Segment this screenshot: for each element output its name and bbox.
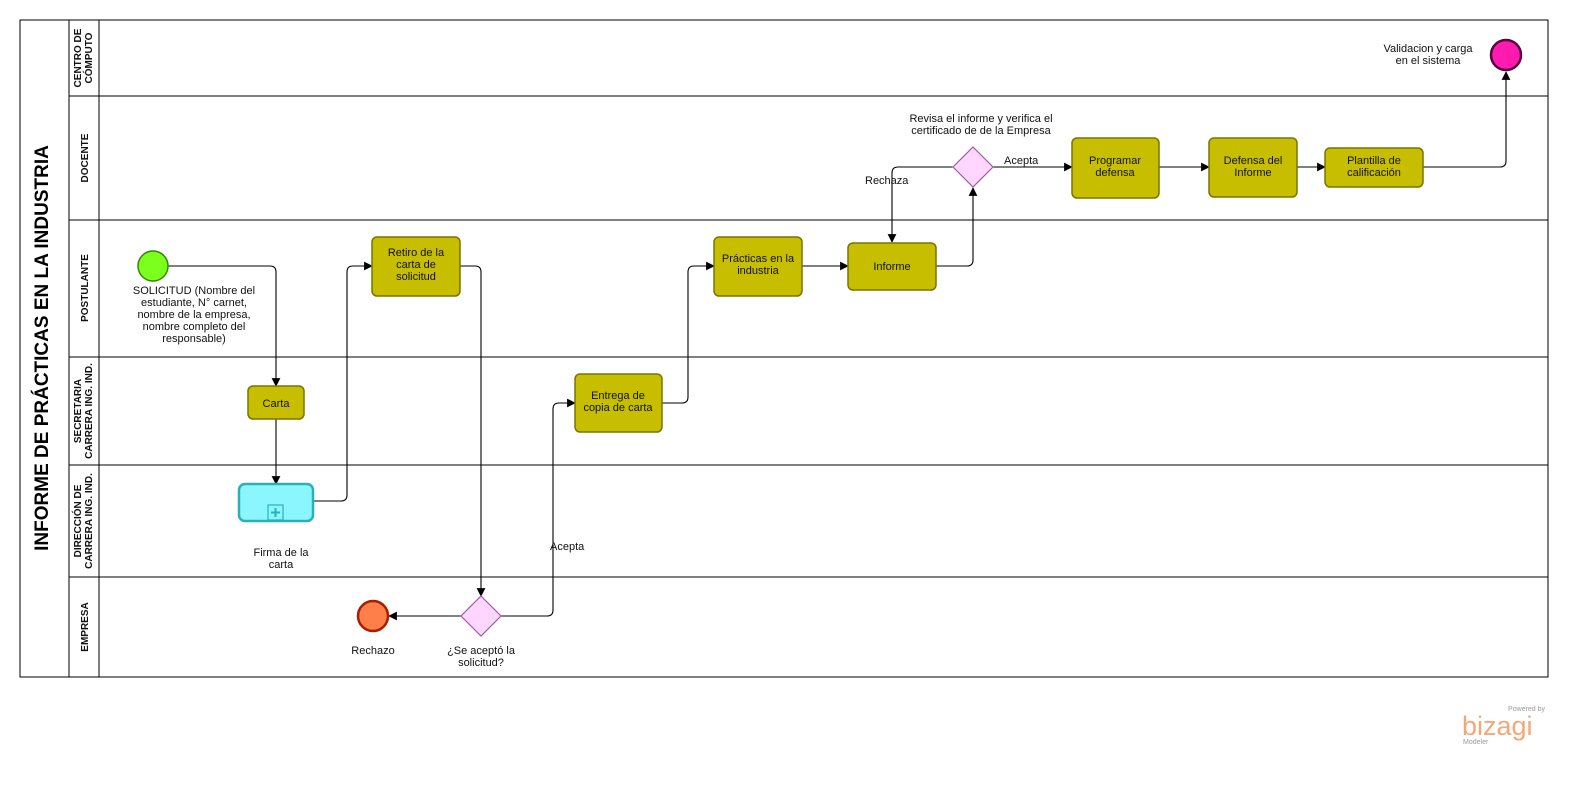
- lane-label-line: POSTULANTE: [80, 254, 91, 322]
- end-event-validacion-label: Validacion y carga en el sistema: [1383, 43, 1473, 67]
- task-label-line: copia de carta: [583, 402, 653, 414]
- lane-label-line: CARRERA ING. IND.: [84, 473, 95, 569]
- lanes: CENTRO DE CÓMPUTO DOCENTE POSTULANTE SEC…: [69, 28, 1548, 652]
- flow-start-to-carta[interactable]: [168, 265, 281, 387]
- subprocess-label: Firma de la carta: [253, 547, 309, 571]
- task-label-line: Plantilla de: [1347, 155, 1401, 167]
- task-label-line: Informe: [873, 261, 910, 273]
- task-label-line: defensa: [1095, 167, 1135, 179]
- task-label-line: Retiro de la: [388, 247, 445, 259]
- gateway-label-line: certificado de de la Empresa: [911, 125, 1051, 137]
- end-label-line: Validacion y carga: [1383, 43, 1473, 55]
- task-label-line: industria: [737, 265, 779, 277]
- expand-icon[interactable]: [267, 504, 284, 521]
- task-label-line: calificación: [1347, 167, 1401, 179]
- task-label-line: Defensa del: [1224, 155, 1283, 167]
- task-label-line: Carta: [263, 398, 291, 410]
- subprocess-label-line: carta: [269, 559, 294, 571]
- end-event-rechazo-label: Rechazo: [351, 645, 394, 657]
- start-label-line: nombre de la empresa,: [137, 309, 250, 321]
- lane-label-line: DOCENTE: [80, 133, 91, 182]
- flow-revisa-rechaza[interactable]: [887, 166, 954, 243]
- sequence-flows: [168, 71, 1511, 621]
- subprocess-label-line: Firma de la: [253, 547, 309, 559]
- gateway-label-line: Revisa el informe y verifica el: [909, 113, 1052, 125]
- flow-firma-to-retiro[interactable]: [313, 261, 373, 502]
- task-carta[interactable]: Carta: [247, 385, 305, 420]
- lane-secretaria: SECRETARIA CARRERA ING. IND.: [73, 363, 95, 459]
- end-label-line: en el sistema: [1396, 55, 1462, 67]
- lane-empresa: EMPRESA: [80, 602, 91, 651]
- flow-gateway-to-entrega[interactable]: [501, 398, 576, 617]
- gateway-label-line: solicitud?: [458, 657, 504, 669]
- task-label-line: Programar: [1089, 155, 1141, 167]
- end-event-validacion[interactable]: [1489, 38, 1523, 72]
- flow-retiro-to-gateway[interactable]: [460, 265, 486, 597]
- lane-label-line: CÓMPUTO: [82, 32, 95, 83]
- gateway-revisa[interactable]: [952, 146, 994, 188]
- flow-plantilla-to-end[interactable]: [1423, 71, 1511, 168]
- task-practicas[interactable]: Prácticas en la industria: [713, 236, 803, 297]
- task-label-line: Entrega de: [591, 390, 645, 402]
- task-label-line: solicitud: [396, 271, 436, 283]
- task-defensa-informe[interactable]: Defensa del Informe: [1208, 137, 1298, 198]
- bizagi-logo: Powered by bizagi Modeler: [1462, 706, 1545, 746]
- lane-postulante: POSTULANTE: [80, 254, 91, 322]
- task-retiro-carta[interactable]: Retiro de la carta de solicitud: [371, 236, 461, 297]
- end-event-rechazo[interactable]: [356, 599, 390, 633]
- start-label-line: estudiante, N° carnet,: [141, 297, 247, 309]
- start-label-line: responsable): [162, 333, 226, 345]
- lane-label-line: CENTRO DE: [73, 28, 84, 87]
- flow-label-rechaza: Rechaza: [865, 175, 909, 187]
- lane-label-line: DIRECCIÓN DE: [71, 484, 84, 557]
- pool-title: INFORME DE PRÁCTICAS EN LA INDUSTRIA: [31, 145, 53, 551]
- gateway-label-line: ¿Se aceptó la: [447, 645, 516, 657]
- lane-label-line: CARRERA ING. IND.: [84, 363, 95, 459]
- start-label-line: nombre completo del: [143, 321, 246, 333]
- subprocess-firma-carta[interactable]: [237, 482, 315, 523]
- task-entrega-copia[interactable]: Entrega de copia de carta: [574, 373, 663, 433]
- task-label-line: Informe: [1234, 167, 1271, 179]
- gateway-acepto[interactable]: [460, 595, 502, 637]
- lane-centro-computo: CENTRO DE CÓMPUTO: [73, 28, 95, 87]
- gateway-acepto-label: ¿Se aceptó la solicitud?: [447, 645, 516, 669]
- task-label-line: Prácticas en la: [722, 253, 795, 265]
- lane-docente: DOCENTE: [80, 133, 91, 182]
- brand-powered-by: Powered by: [1508, 706, 1545, 713]
- task-programar-defensa[interactable]: Programar defensa: [1071, 137, 1160, 199]
- brand-name: bizagi: [1462, 711, 1533, 741]
- lane-direccion: DIRECCIÓN DE CARRERA ING. IND.: [71, 473, 95, 569]
- flow-entrega-to-practicas[interactable]: [662, 261, 715, 404]
- flow-informe-to-revisa[interactable]: [936, 187, 978, 267]
- brand-product: Modeler: [1463, 739, 1489, 746]
- flow-label-acepta-empresa: Acepta: [550, 541, 585, 553]
- task-label-line: carta de: [396, 259, 436, 271]
- flow-label-acepta: Acepta: [1004, 155, 1039, 167]
- task-plantilla-calificacion[interactable]: Plantilla de calificación: [1324, 147, 1424, 188]
- start-event-label: SOLICITUD (Nombre del estudiante, N° car…: [133, 285, 255, 345]
- lane-label-line: SECRETARIA: [73, 379, 84, 443]
- start-event[interactable]: [137, 250, 169, 282]
- start-label-line: SOLICITUD (Nombre del: [133, 285, 255, 297]
- task-informe[interactable]: Informe: [847, 242, 937, 291]
- gateway-revisa-label: Revisa el informe y verifica el certific…: [909, 113, 1052, 137]
- lane-label-line: EMPRESA: [80, 602, 91, 651]
- pool: INFORME DE PRÁCTICAS EN LA INDUSTRIA: [19, 19, 1549, 678]
